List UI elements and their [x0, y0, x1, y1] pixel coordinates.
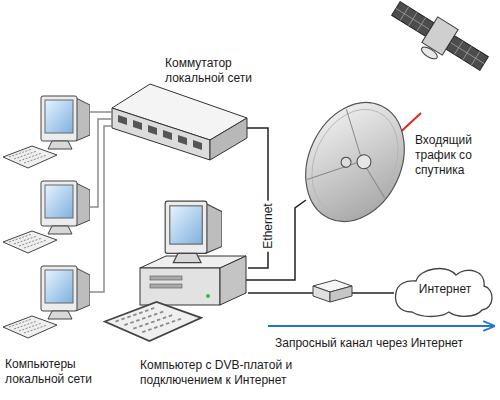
- power-led: [206, 294, 210, 298]
- switch-port: [118, 115, 127, 125]
- panel-grid: [392, 2, 434, 37]
- switch-port: [193, 140, 202, 150]
- panel-grid: [446, 36, 488, 71]
- dish-arms: [307, 107, 412, 212]
- lan-keyboard: [3, 316, 57, 338]
- switch-side: [210, 118, 247, 160]
- drive-slot: [150, 276, 182, 280]
- request-arrow: [268, 325, 494, 327]
- lan-cable: [90, 119, 112, 207]
- connector-group: [90, 112, 394, 293]
- lan-label: Компьютеры локальной сети: [5, 357, 117, 387]
- lan-keyboard: [3, 231, 57, 253]
- switch-port: [148, 125, 157, 135]
- drive-slot: [150, 284, 182, 288]
- network-switch: [112, 84, 247, 160]
- solar-panel: [446, 36, 488, 71]
- dvb-keyboard: [105, 302, 201, 341]
- lnb-feed: [355, 152, 374, 171]
- lan-cable: [90, 126, 112, 292]
- modem-front: [313, 286, 330, 302]
- lan-keyboard: [3, 146, 57, 168]
- satellite-icon: [383, 0, 492, 84]
- switch-label: Коммутатор локальной сети: [165, 56, 265, 86]
- cloud-label: Интернет: [394, 282, 496, 297]
- lan-monitor: [41, 181, 90, 234]
- dvb-monitor: [165, 201, 222, 262]
- satellite-antenna: [420, 45, 440, 61]
- solar-panel: [392, 2, 434, 37]
- modem-box: [313, 280, 352, 302]
- dish-hub: [339, 156, 352, 169]
- case-side: [220, 256, 246, 305]
- network-switch-node: Коммутатор локальной сети: [112, 82, 247, 160]
- lan-computers-node: Компьютеры локальной сети: [5, 95, 90, 345]
- switch-front: [112, 108, 210, 160]
- case-front: [140, 268, 220, 305]
- dvb-computer: [105, 201, 246, 341]
- incoming-traffic-label: Входящий трафик со спутника: [415, 133, 500, 178]
- dish-reflector: [287, 86, 423, 237]
- switch-port: [163, 130, 172, 140]
- satellite-dish: [287, 86, 423, 237]
- internet-cloud: Интернет: [394, 262, 496, 318]
- lan-monitor: [41, 266, 90, 319]
- dish-rim: [296, 95, 415, 229]
- connector-label: Ethernet: [261, 200, 276, 251]
- dvb-computer-node: Компьютер с DVB-платой и подключением к …: [103, 200, 248, 343]
- switch-port: [178, 135, 187, 145]
- modem-side: [330, 286, 352, 302]
- dvb-label: Компьютер с DVB-платой и подключением к …: [140, 358, 330, 388]
- request-channel-label: Запросный канал через Интернет: [275, 336, 463, 351]
- switch-port: [133, 120, 142, 130]
- lan-cable: [90, 111, 112, 113]
- lan-monitor: [41, 96, 90, 149]
